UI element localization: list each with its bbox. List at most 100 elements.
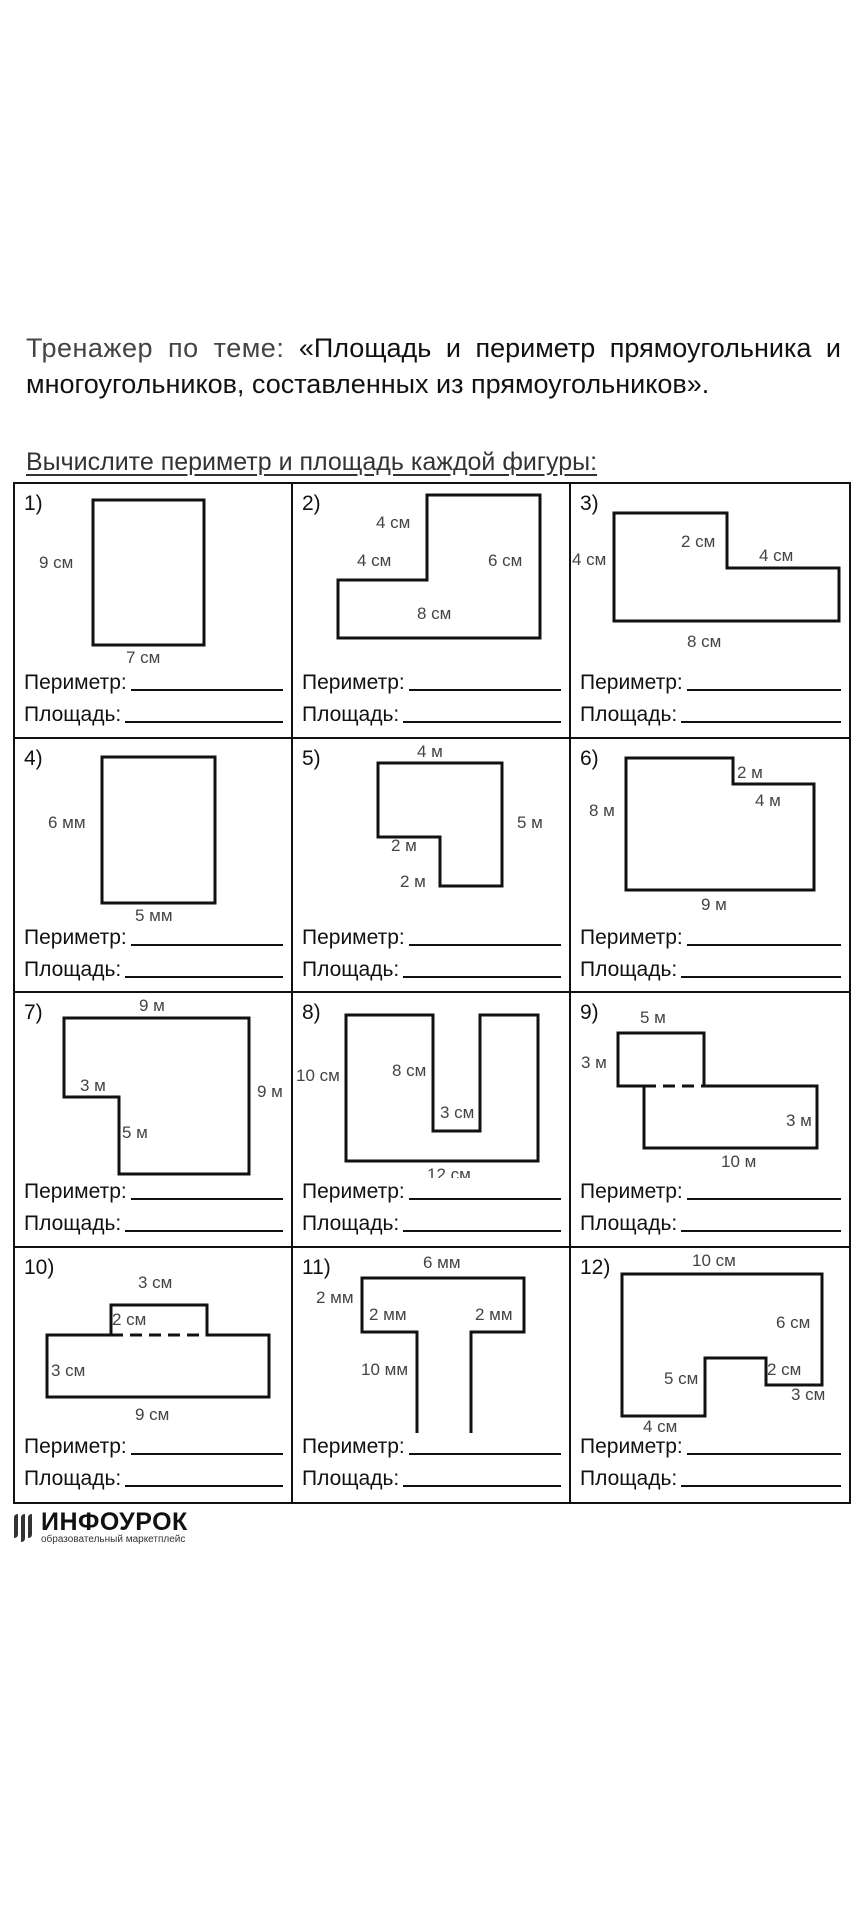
area-line: Площадь:	[580, 703, 841, 727]
heading-topic: «Площадь и периметр прямоугольника и мно…	[26, 333, 841, 399]
area-label: Площадь:	[302, 957, 400, 981]
perimeter-line: Периметр:	[580, 671, 841, 695]
perimeter-label: Периметр:	[24, 1434, 127, 1458]
figure-3-shape	[612, 511, 841, 623]
perimeter-answer-blank[interactable]	[686, 689, 841, 691]
figure-number: 8)	[302, 1001, 321, 1024]
perimeter-label: Периметр:	[580, 925, 683, 949]
perimeter-answer-blank[interactable]	[130, 1452, 283, 1455]
figure-8-shape	[344, 1013, 540, 1163]
perimeter-label: Периметр:	[302, 1434, 405, 1458]
area-label: Площадь:	[24, 1466, 122, 1490]
perimeter-answer-blank[interactable]	[130, 943, 283, 946]
dim-label: 2 мм	[475, 1305, 513, 1324]
figure-number: 2)	[302, 492, 321, 515]
perimeter-label: Периметр:	[580, 671, 683, 694]
perimeter-line: Периметр:	[580, 1435, 841, 1459]
figure-cell-6: 6) 2 м 4 м 8 м 9 м Периметр: Площадь:	[571, 739, 849, 993]
area-answer-blank[interactable]	[125, 1230, 283, 1232]
dim-label: 2 мм	[316, 1288, 354, 1307]
area-line: Площадь:	[580, 1212, 841, 1236]
figure-12-drawing: 10 см 6 см 5 см 2 см 3 см 4 см	[620, 1251, 825, 1433]
worksheet-heading: Тренажер по теме: «Площадь и периметр пр…	[26, 330, 841, 402]
perimeter-line: Периметр:	[580, 926, 841, 950]
area-line: Площадь:	[302, 1467, 561, 1491]
figure-number: 6)	[580, 746, 599, 770]
area-answer-blank[interactable]	[403, 975, 561, 978]
perimeter-answer-blank[interactable]	[686, 1452, 841, 1455]
area-answer-blank[interactable]	[681, 1484, 841, 1487]
dim-label: 8 см	[417, 604, 451, 623]
dim-label: 4 см	[643, 1417, 677, 1433]
perimeter-answer-blank[interactable]	[686, 1198, 841, 1200]
dim-label: 3 см	[51, 1361, 85, 1380]
area-answer-blank[interactable]	[681, 975, 841, 978]
area-answer-blank[interactable]	[403, 1484, 561, 1487]
perimeter-line: Периметр:	[24, 1435, 283, 1459]
figure-number: 1)	[24, 492, 43, 515]
dim-label: 4 м	[755, 791, 781, 810]
perimeter-answer-blank[interactable]	[408, 943, 561, 946]
area-answer-blank[interactable]	[125, 721, 283, 723]
perimeter-answer-blank[interactable]	[408, 1452, 561, 1455]
heading-prefix: Тренажер по теме:	[26, 333, 285, 363]
perimeter-label: Периметр:	[24, 925, 127, 949]
figure-5-shape	[376, 761, 504, 887]
perimeter-answer-blank[interactable]	[408, 1198, 561, 1200]
dim-label: 5 м	[640, 1008, 666, 1027]
dim-label: 10 мм	[361, 1360, 408, 1379]
dim-label: 6 см	[776, 1313, 810, 1332]
dim-label: 10 м	[721, 1152, 756, 1171]
dim-label: 8 см	[392, 1061, 426, 1080]
dim-label: 5 м	[122, 1123, 148, 1142]
instruction: Вычислите периметр и площадь каждой фигу…	[26, 448, 598, 476]
area-answer-blank[interactable]	[125, 975, 283, 978]
perimeter-answer-blank[interactable]	[686, 943, 841, 946]
dim-label: 5 см	[664, 1369, 698, 1388]
dim-label: 3 см	[440, 1103, 474, 1122]
dim-label: 3 м	[786, 1111, 812, 1130]
figure-9-drawing: 5 м 3 м 3 м 10 м	[581, 1008, 819, 1171]
figure-number: 11)	[302, 1255, 331, 1279]
figure-number: 9)	[580, 1001, 599, 1024]
figure-cell-4: 4) 6 мм 5 мм Периметр: Площадь:	[15, 738, 293, 993]
figure-cell-5: 5) 4 м 5 м 2 м 2 м Периметр: Площадь:	[293, 738, 571, 993]
area-label: Площадь:	[302, 1212, 400, 1235]
figure-4-drawing: 6 мм 5 мм	[48, 755, 217, 924]
figures-grid: 1) 9 см 7 см Периметр: Площадь: 2) 4 см …	[13, 482, 851, 1504]
area-answer-blank[interactable]	[403, 721, 561, 723]
dim-label: 4 см	[376, 513, 410, 532]
dim-label: 12 см	[427, 1165, 471, 1178]
dim-label: 3 см	[791, 1385, 825, 1404]
area-answer-blank[interactable]	[403, 1230, 561, 1232]
perimeter-answer-blank[interactable]	[130, 1198, 283, 1200]
figure-cell-9: 9) 5 м 3 м 3 м 10 м Периметр: Площадь:	[571, 993, 849, 1248]
area-line: Площадь:	[24, 1467, 283, 1491]
perimeter-label: Периметр:	[580, 1434, 683, 1458]
figure-6-drawing: 2 м 4 м 8 м 9 м	[589, 756, 816, 914]
perimeter-line: Периметр:	[24, 1180, 283, 1204]
figure-5-drawing: 4 м 5 м 2 м 2 м	[376, 742, 543, 891]
figure-cell-1: 1) 9 см 7 см Периметр: Площадь:	[15, 484, 293, 739]
area-answer-blank[interactable]	[681, 721, 841, 723]
area-answer-blank[interactable]	[681, 1230, 841, 1232]
dim-label: 10 см	[692, 1251, 736, 1270]
perimeter-label: Периметр:	[580, 1180, 683, 1203]
area-line: Площадь:	[580, 1467, 841, 1491]
area-line: Площадь:	[24, 1212, 283, 1236]
area-answer-blank[interactable]	[125, 1484, 283, 1487]
figure-number: 10)	[24, 1255, 55, 1279]
dim-label: 7 см	[126, 648, 160, 667]
figure-2-shape	[336, 493, 542, 640]
area-label: Площадь:	[580, 703, 678, 726]
area-line: Площадь:	[24, 958, 283, 982]
area-line: Площадь:	[302, 958, 561, 982]
infourok-logo: ИНФОУРОК образовательный маркетплейс	[14, 1510, 188, 1545]
dim-label: 4 см	[357, 551, 391, 570]
dim-label: 3 см	[138, 1273, 172, 1292]
perimeter-answer-blank[interactable]	[130, 689, 283, 691]
area-label: Площадь:	[302, 1466, 400, 1490]
perimeter-answer-blank[interactable]	[408, 689, 561, 691]
figure-number: 7)	[24, 1001, 43, 1024]
figure-12-shape	[620, 1272, 824, 1417]
